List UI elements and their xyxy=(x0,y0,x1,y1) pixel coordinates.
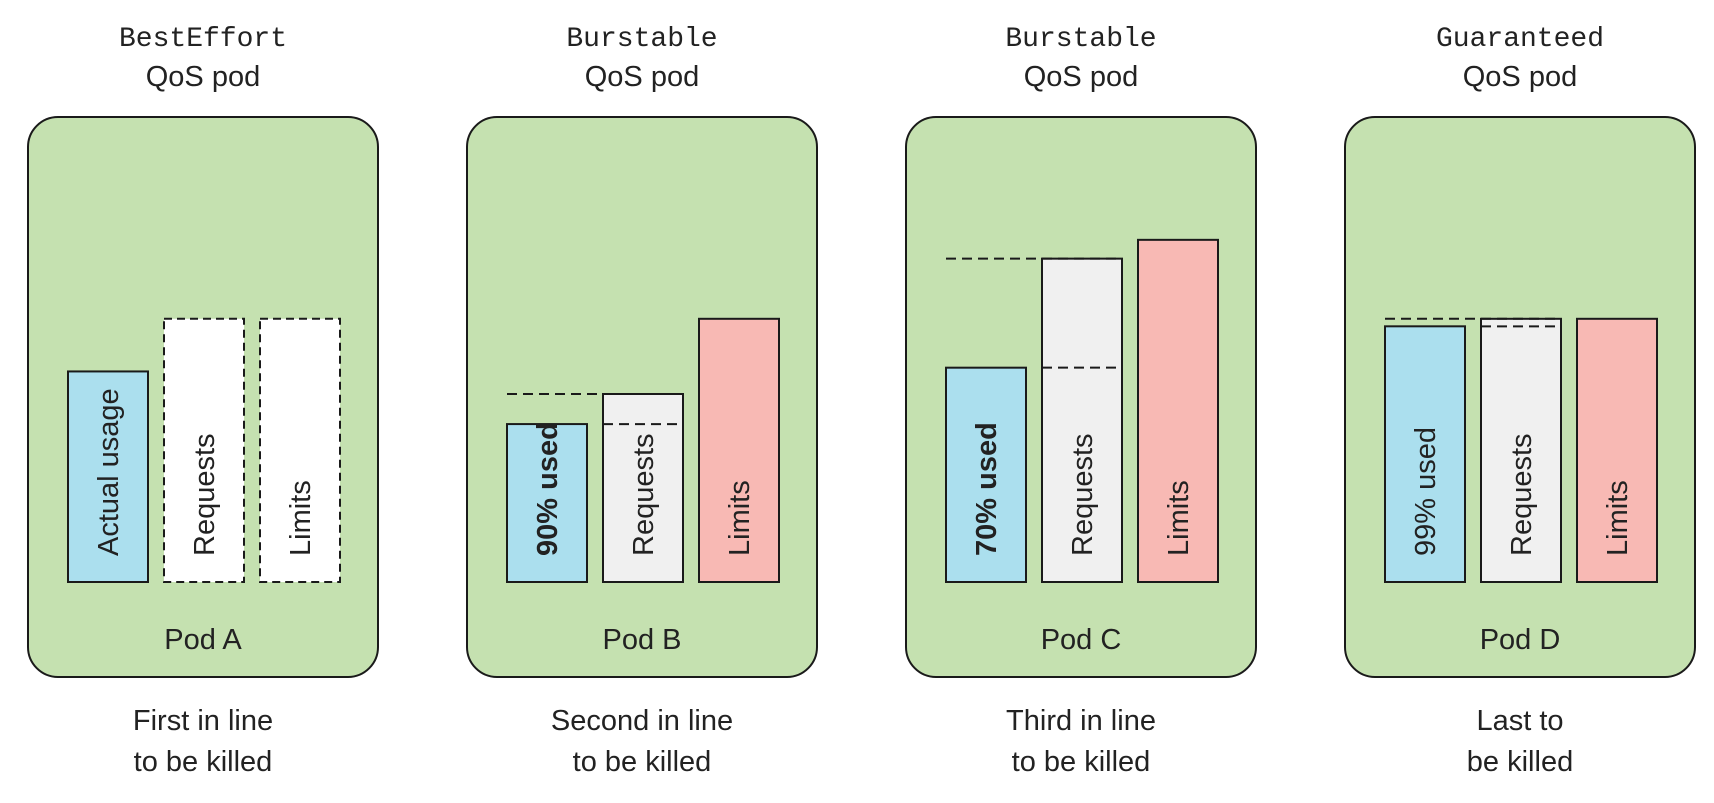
qos-class-label: Guaranteed xyxy=(1436,24,1604,55)
qos-class-label: BestEffort xyxy=(119,24,287,55)
qos-pod-label: QoS pod xyxy=(146,61,260,93)
pod-name: Pod C xyxy=(1041,624,1122,656)
bar-label: Limits xyxy=(285,480,317,556)
bar-limits xyxy=(698,317,780,583)
kill-order-line2: to be killed xyxy=(573,746,712,778)
bar-unset xyxy=(259,317,341,583)
qos-pod-label: QoS pod xyxy=(1024,61,1138,93)
bar-requests xyxy=(602,393,684,583)
bar-limits xyxy=(1576,317,1658,583)
kill-order-line2: to be killed xyxy=(1012,746,1151,778)
kill-order-line2: to be killed xyxy=(134,746,273,778)
bar-label: 70% used xyxy=(971,422,1003,556)
bar-label: Requests xyxy=(189,433,221,556)
kill-order-line2: be killed xyxy=(1467,746,1573,778)
bar-label: Actual usage xyxy=(93,388,125,556)
bar-usage xyxy=(945,366,1027,583)
pod-name: Pod B xyxy=(603,624,682,656)
bar-unset xyxy=(163,317,245,583)
bar-usage xyxy=(506,423,588,583)
qos-class-label: Burstable xyxy=(1005,24,1156,55)
kill-order-line1: First in line xyxy=(133,705,273,737)
bar-label: Requests xyxy=(1506,433,1538,556)
bar-label: Limits xyxy=(1163,480,1195,556)
kill-order-line1: Second in line xyxy=(551,705,733,737)
bar-limits xyxy=(1137,238,1219,583)
bar-label: Requests xyxy=(628,433,660,556)
qos-pod-label: QoS pod xyxy=(1463,61,1577,93)
bar-usage xyxy=(67,370,149,583)
bar-label: 99% used xyxy=(1410,427,1442,556)
qos-pod-label: QoS pod xyxy=(585,61,699,93)
qos-class-label: Burstable xyxy=(566,24,717,55)
bar-requests xyxy=(1480,317,1562,583)
bar-label: Requests xyxy=(1067,433,1099,556)
pod-name: Pod A xyxy=(164,624,242,656)
kill-order-line1: Third in line xyxy=(1006,705,1156,737)
bar-requests xyxy=(1041,257,1123,583)
bar-label: Limits xyxy=(724,480,756,556)
kill-order-line1: Last to xyxy=(1476,705,1563,737)
bar-usage xyxy=(1384,325,1466,583)
bar-label: 90% used xyxy=(532,422,564,556)
bar-label: Limits xyxy=(1602,480,1634,556)
pod-name: Pod D xyxy=(1480,624,1561,656)
